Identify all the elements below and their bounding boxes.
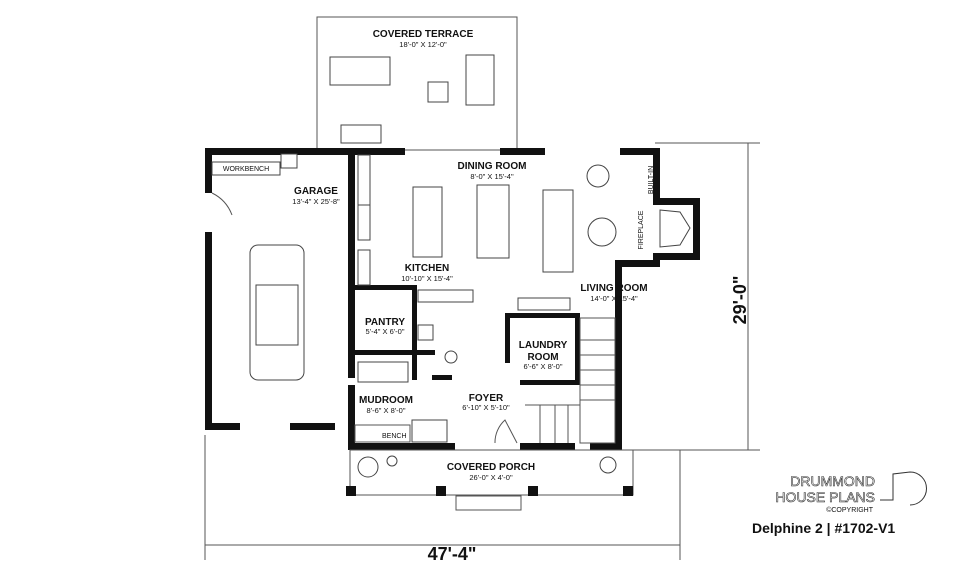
brand-logo: DRUMMOND HOUSE PLANS ©COPYRIGHT Delphine… [752, 471, 927, 536]
coffee-table [587, 217, 617, 247]
pantry-size: 5'-4" X 6'-0" [365, 327, 404, 336]
garage-size: 13'-4" X 25'-8" [292, 197, 340, 206]
covered-terrace-size: 18'-0" X 12'-0" [399, 40, 447, 49]
sink-icon [417, 324, 434, 341]
foyer-size: 6'-10" X 5'-10" [462, 403, 510, 412]
copyright: ©COPYRIGHT [826, 506, 873, 514]
terrace-bench [340, 124, 382, 144]
garage-door-swing [211, 192, 233, 216]
bench [354, 424, 411, 443]
armchair-icon [586, 164, 610, 188]
workbench [211, 161, 281, 176]
kitchen-island [412, 186, 443, 258]
terrace-table [329, 56, 391, 86]
laundry-room-size: 6'-6" X 8'-0" [523, 362, 562, 371]
covered-porch-size: 26'-0" X 4'-0" [469, 473, 513, 482]
kitchen-size: 10'-10" X 15'-4" [401, 274, 453, 283]
living-room-label: LIVING ROOM [580, 283, 647, 294]
terrace-sofa [465, 54, 495, 106]
kitchen-label: KITCHEN [405, 263, 449, 274]
plant-icon [599, 456, 617, 474]
brand-line1: DRUMMOND [790, 473, 875, 489]
living-room-size: 14'-0" X 15'-4" [590, 294, 638, 303]
built-in-label: BUILT-IN [648, 166, 655, 194]
console [517, 297, 571, 311]
pantry-label: PANTRY [365, 317, 405, 328]
toilet-icon [444, 350, 458, 364]
garage: WORKBENCH GARAGE 13'-4" X 25'-8" [211, 153, 340, 381]
covered-porch-label: COVERED PORCH [447, 462, 535, 473]
stairs [525, 317, 616, 444]
front-door-swing[interactable] [494, 419, 518, 444]
overall-depth: 29'-0" [730, 276, 750, 325]
garage-label: GARAGE [294, 186, 338, 197]
covered-porch: COVERED PORCH 26'-0" X 4'-0" [346, 449, 634, 511]
brand-line2: HOUSE PLANS [775, 489, 875, 505]
overall-width: 47'-4" [428, 544, 477, 564]
kitchen-counter [417, 289, 474, 303]
dimension-lines: 47'-4" 29'-0" [204, 142, 760, 564]
porch-steps [455, 495, 522, 511]
covered-terrace: COVERED TERRACE 18'-0" X 12'-0" [316, 16, 518, 151]
foyer-label: FOYER [469, 393, 504, 404]
range-icon [357, 204, 371, 241]
walls [205, 148, 700, 450]
service-rooms: PANTRY 5'-4" X 6'-0" LAUNDRY ROOM 6'-6" … [354, 317, 616, 444]
covered-terrace-label: COVERED TERRACE [373, 29, 474, 40]
fireplace-icon [659, 209, 691, 248]
plan-title: Delphine 2 | #1702-V1 [752, 520, 895, 536]
workbench-label: WORKBENCH [223, 166, 269, 173]
mudroom-size: 8'-6" X 8'-0" [366, 406, 405, 415]
terrace-rug [427, 81, 449, 103]
sofa-icon [542, 189, 574, 273]
dining-room-size: 8'-0" X 15'-4" [470, 172, 514, 181]
main-living-area: DINING ROOM 8'-0" X 15'-4" KITCHEN 10'-1… [357, 154, 691, 311]
laundry-room-label-1: LAUNDRY [519, 340, 568, 351]
laundry-room-label-2: ROOM [527, 352, 558, 363]
porch-chair-icon [357, 456, 379, 478]
dining-table [476, 184, 510, 259]
dining-room-label: DINING ROOM [458, 161, 527, 172]
mudroom-label: MUDROOM [359, 395, 413, 406]
bench-label: BENCH [382, 433, 407, 440]
fireplace-label: FIREPLACE [638, 210, 645, 249]
